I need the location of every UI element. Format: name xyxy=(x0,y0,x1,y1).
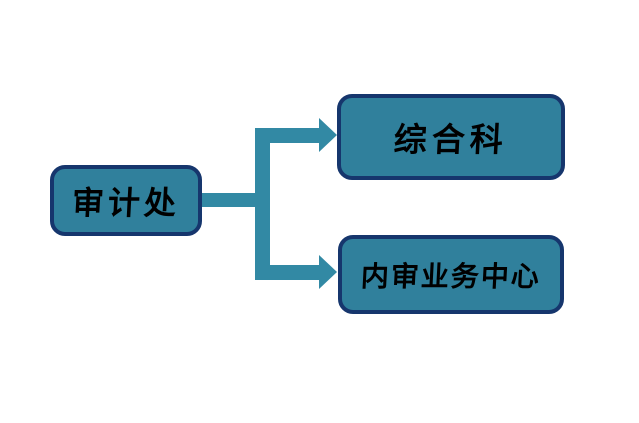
connector-bottom-arm xyxy=(255,265,320,280)
node-comprehensive-section: 综合科 xyxy=(337,94,565,180)
node-internal-audit-center: 内审业务中心 xyxy=(338,235,564,314)
node-label: 综合科 xyxy=(392,120,509,159)
arrow-right-icon xyxy=(319,118,337,152)
connector-root-stub xyxy=(202,193,264,207)
connector-vertical-line xyxy=(255,128,270,280)
node-audit-office: 审计处 xyxy=(50,165,202,236)
connector-top-arm xyxy=(255,128,320,143)
node-label: 内审业务中心 xyxy=(360,259,542,293)
arrow-right-icon xyxy=(319,255,337,289)
node-label: 审计处 xyxy=(70,183,181,222)
